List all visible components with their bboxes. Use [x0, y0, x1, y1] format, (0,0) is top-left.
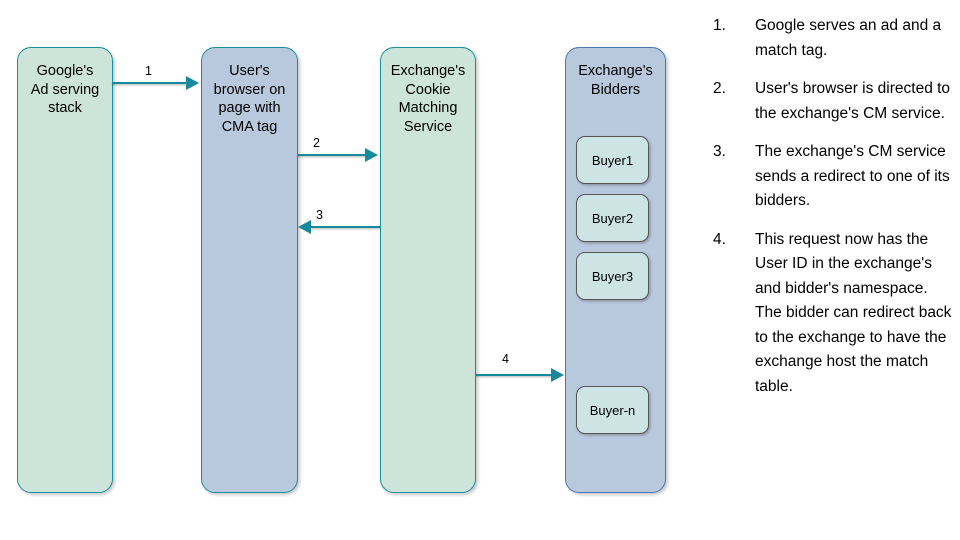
arrow-2-line: [298, 154, 366, 156]
arrow-3-label: 3: [316, 208, 323, 222]
step-number: 2.: [713, 80, 726, 97]
step-number: 4.: [713, 230, 726, 248]
arrow-3-line: [311, 226, 380, 228]
buyer-box: Buyer1: [576, 136, 649, 184]
arrow-1-label: 1: [145, 64, 152, 78]
step-text: User's browser is directed to the exchan…: [755, 80, 951, 122]
buyer-label: Buyer1: [591, 153, 634, 168]
buyer-label: Buyer3: [591, 269, 634, 284]
step-text: This request now has the User ID in the …: [755, 230, 952, 395]
arrow-2-head-icon: [365, 148, 378, 162]
arrow-4-line: [476, 374, 552, 376]
step-text: Google serves an ad and a match tag.: [755, 17, 942, 59]
buyer-label: Buyer-n: [589, 403, 636, 418]
arrow-3-head-icon: [298, 220, 311, 234]
step-item: 1. Google serves an ad and a match tag.: [705, 14, 953, 63]
step-text: The exchange's CM service sends a redire…: [755, 143, 950, 209]
step-number: 1.: [713, 17, 726, 34]
buyer-box: Buyer2: [576, 194, 649, 242]
arrow-1-line: [112, 82, 188, 84]
buyer-label: Buyer2: [591, 211, 634, 226]
arrow-4-label: 4: [502, 352, 509, 366]
steps-list: 1. Google serves an ad and a match tag. …: [705, 14, 953, 413]
arrow-1-head-icon: [186, 76, 199, 90]
step-item: 3. The exchange's CM service sends a red…: [705, 140, 953, 214]
step-item: 2. User's browser is directed to the exc…: [705, 77, 953, 126]
step-number: 3.: [713, 143, 726, 160]
step-item: 4. This request now has the User ID in t…: [705, 228, 953, 400]
arrow-2-label: 2: [313, 136, 320, 150]
buyer-box: Buyer-n: [576, 386, 649, 434]
arrow-4-head-icon: [551, 368, 564, 382]
buyer-box: Buyer3: [576, 252, 649, 300]
